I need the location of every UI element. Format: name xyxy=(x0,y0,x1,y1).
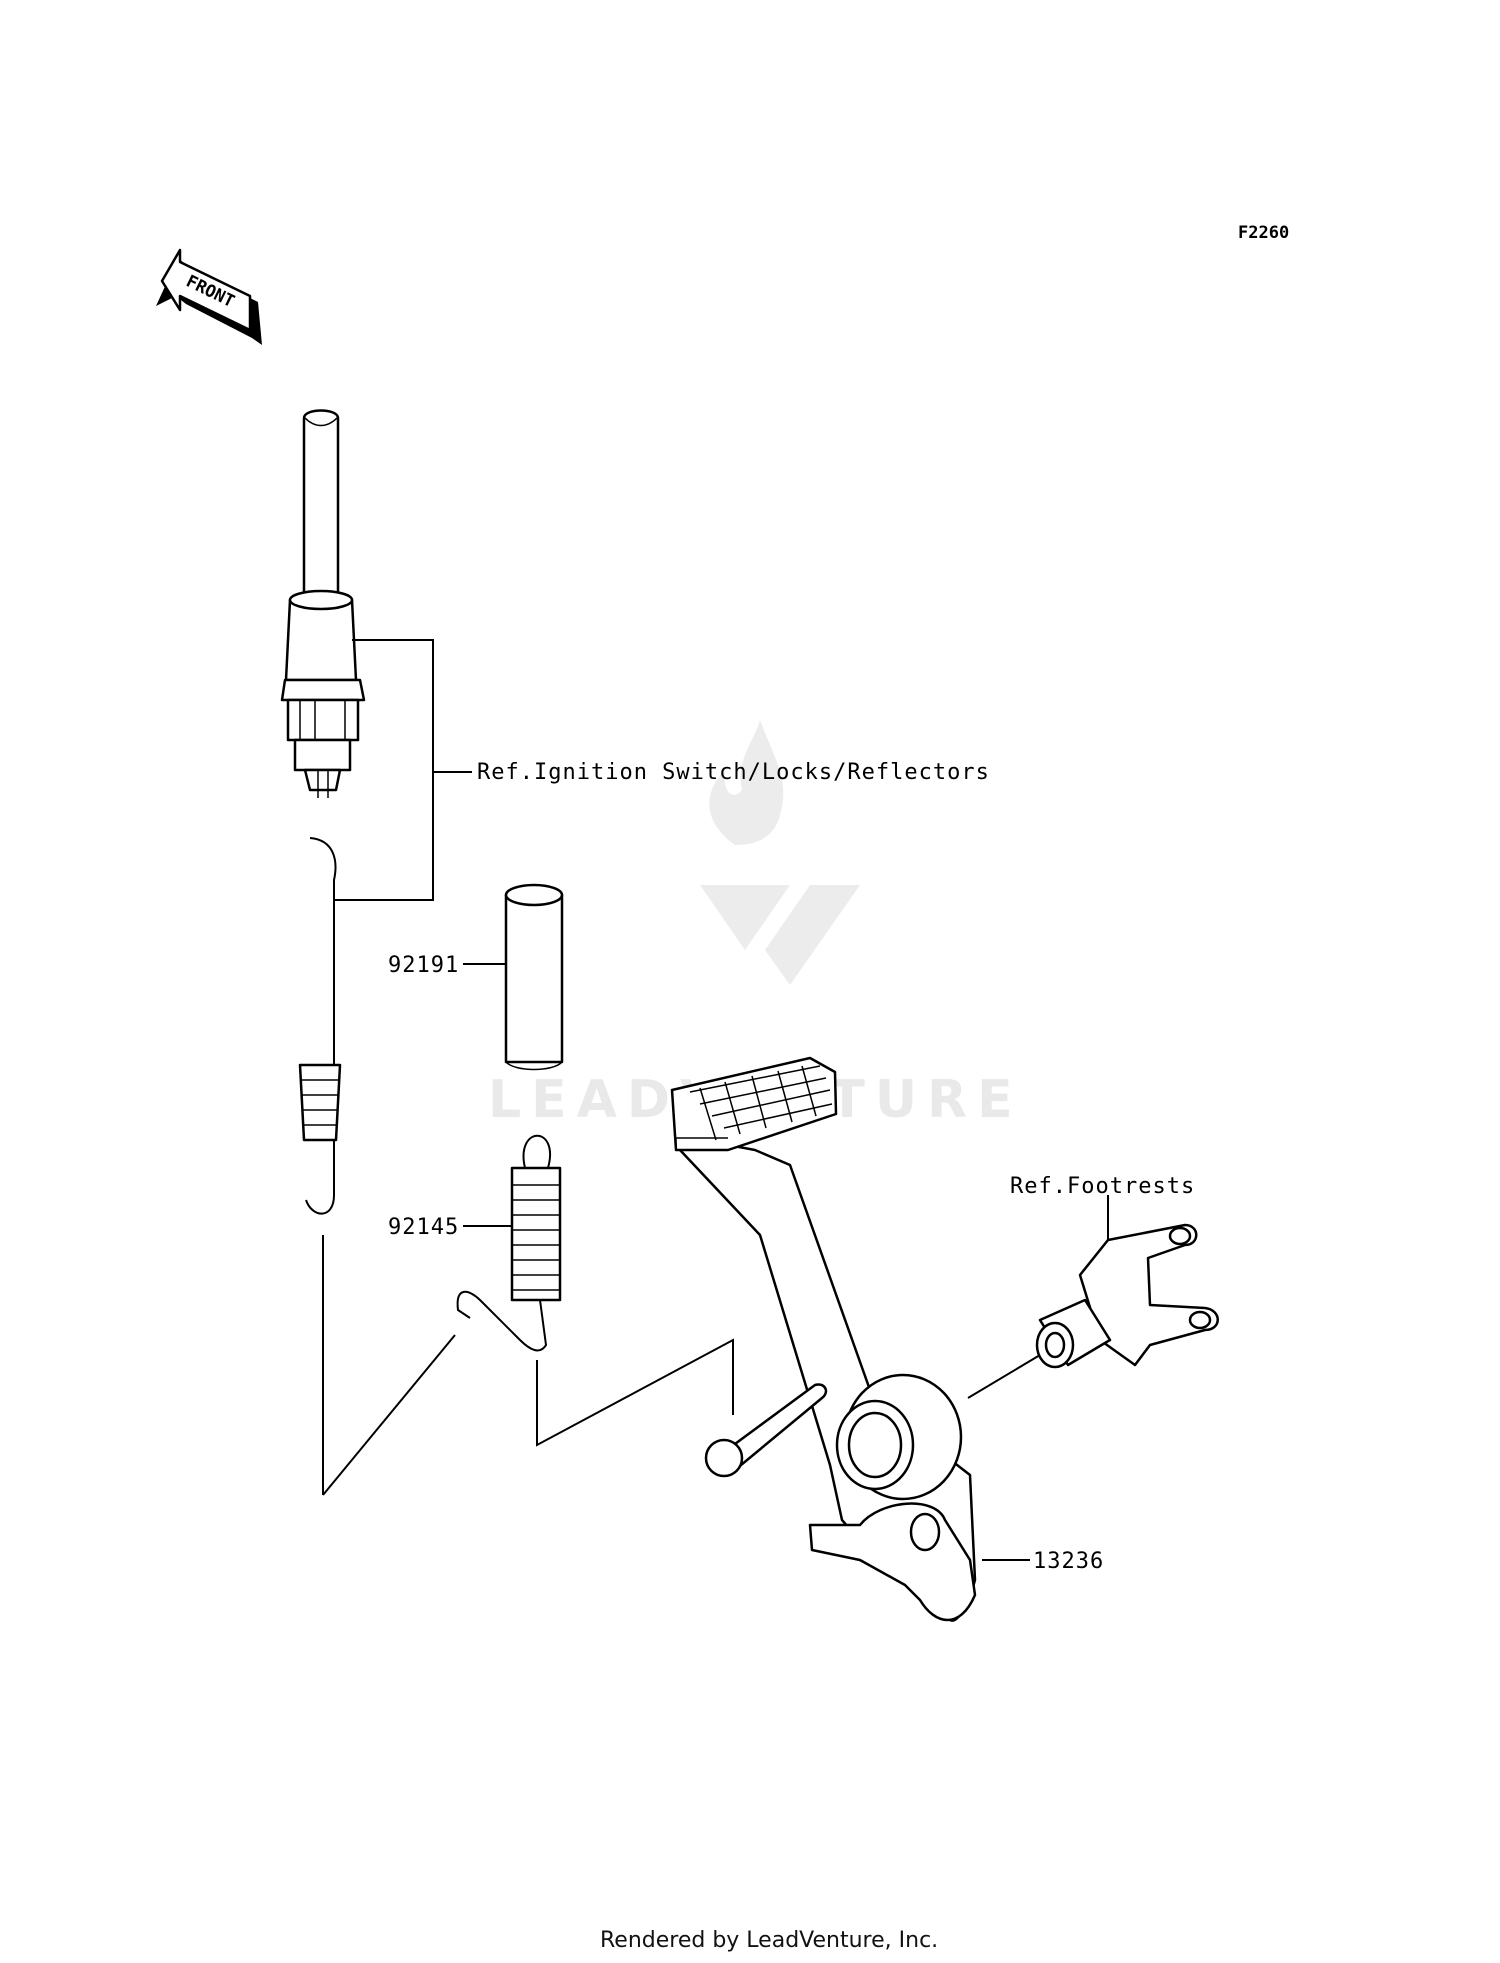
ref-footrests-label: Ref.Footrests xyxy=(1010,1174,1195,1199)
assembly-leaders xyxy=(322,1235,1041,1496)
spring-92145 xyxy=(456,1134,562,1352)
ref-ignition-leader xyxy=(334,639,472,901)
part-92191-label: 92191 xyxy=(388,953,459,978)
tube-92191 xyxy=(504,883,564,1071)
diagram-code: F2260 xyxy=(1238,223,1289,243)
brake-pedal-13236 xyxy=(670,1056,977,1622)
ref-ignition-label: Ref.Ignition Switch/Locks/Reflectors xyxy=(477,760,990,785)
footer-credit: Rendered by LeadVenture, Inc. xyxy=(600,1928,938,1953)
brake-light-switch xyxy=(280,409,366,798)
footrest-bracket xyxy=(1035,1195,1219,1369)
part-13236-label: 13236 xyxy=(1033,1549,1104,1574)
watermark-logo xyxy=(700,720,860,985)
front-arrow-icon: FRONT xyxy=(156,248,262,345)
switch-spring xyxy=(298,837,342,1215)
part-92145-label: 92145 xyxy=(388,1215,459,1240)
